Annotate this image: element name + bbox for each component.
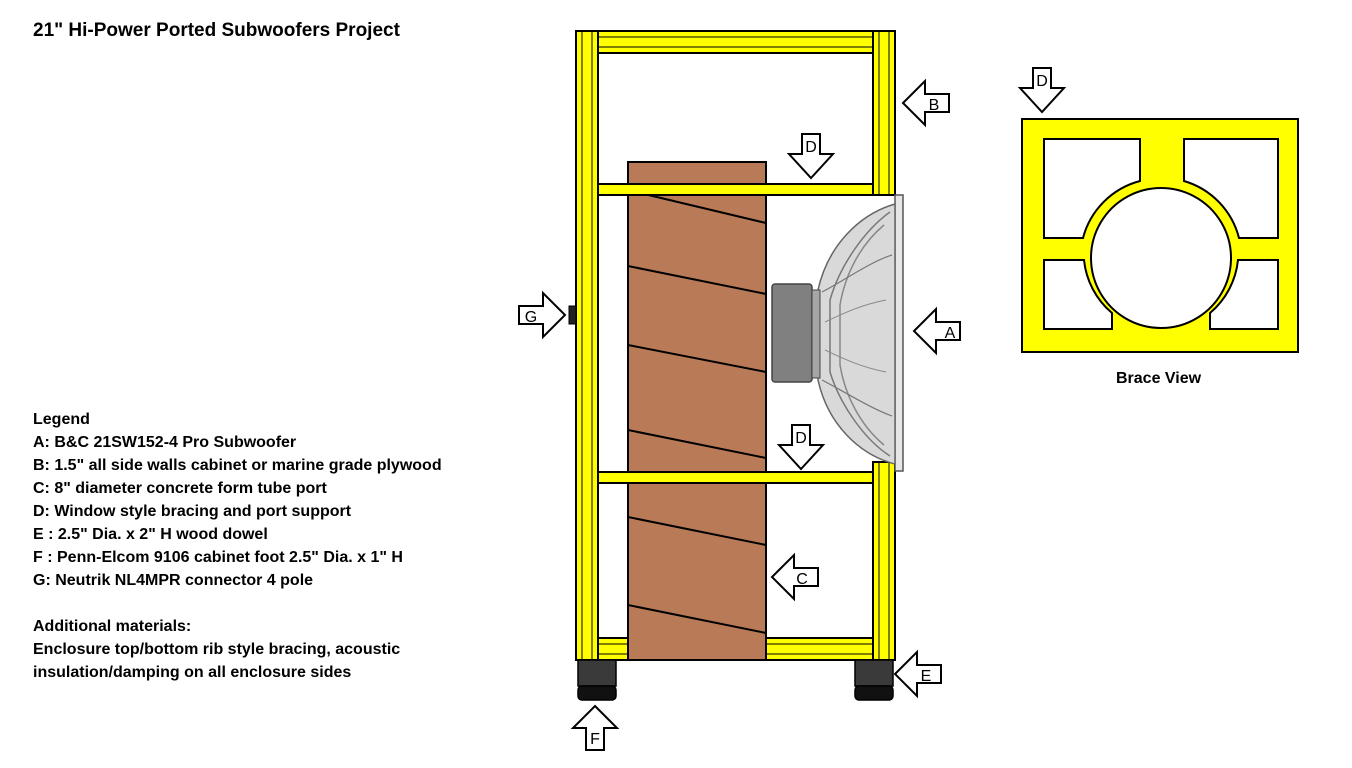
callout-c: C — [771, 554, 819, 600]
callout-g: G — [518, 292, 566, 338]
callout-f: F — [572, 705, 618, 751]
callout-b: B — [902, 80, 950, 126]
additional-materials-line-1: Enclosure top/bottom rib style bracing, … — [33, 641, 401, 658]
legend-item-a: A: B&C 21SW152-4 Pro Subwoofer — [33, 434, 297, 451]
subwoofer-driver — [771, 194, 904, 472]
additional-materials-heading: Additional materials: — [33, 618, 192, 635]
legend-heading: Legend — [33, 411, 90, 428]
brace-view-caption: Brace View — [1116, 370, 1202, 387]
callout-d-bottom-label: D — [795, 430, 807, 447]
callout-f-label: F — [590, 731, 600, 748]
legend: Legend A: B&C 21SW152-4 Pro Subwoofer B:… — [33, 408, 442, 684]
window-braces — [597, 183, 874, 484]
page-title: 21" Hi-Power Ported Subwoofers Project — [33, 20, 400, 41]
brace-view — [1021, 118, 1299, 353]
legend-item-g: G: Neutrik NL4MPR connector 4 pole — [33, 572, 314, 589]
legend-item-e: E : 2.5" Dia. x 2" H wood dowel — [33, 526, 268, 543]
legend-item-c: C: 8" diameter concrete form tube port — [33, 480, 327, 497]
legend-item-b: B: 1.5" all side walls cabinet or marine… — [33, 457, 442, 474]
callout-d-brace: D — [1019, 67, 1065, 113]
callout-d-bottom: D — [778, 424, 824, 470]
legend-item-d: D: Window style bracing and port support — [33, 503, 352, 520]
callout-d-top-label: D — [805, 139, 817, 156]
port-tube — [627, 161, 767, 661]
callout-b-label: B — [929, 97, 940, 114]
callout-a: A — [913, 308, 961, 354]
legend-item-f: F : Penn-Elcom 9106 cabinet foot 2.5" Di… — [33, 549, 403, 566]
callout-e-label: E — [921, 668, 932, 685]
cabinet-feet — [577, 659, 894, 701]
callout-d-brace-label: D — [1036, 73, 1048, 90]
callout-c-label: C — [796, 571, 808, 588]
additional-materials-line-2: insulation/damping on all enclosure side… — [33, 664, 352, 681]
callout-d-top: D — [788, 133, 834, 179]
callout-g-label: G — [525, 309, 537, 326]
speakon-connector — [568, 305, 577, 325]
callout-e: E — [894, 651, 942, 697]
callout-a-label: A — [945, 325, 956, 342]
